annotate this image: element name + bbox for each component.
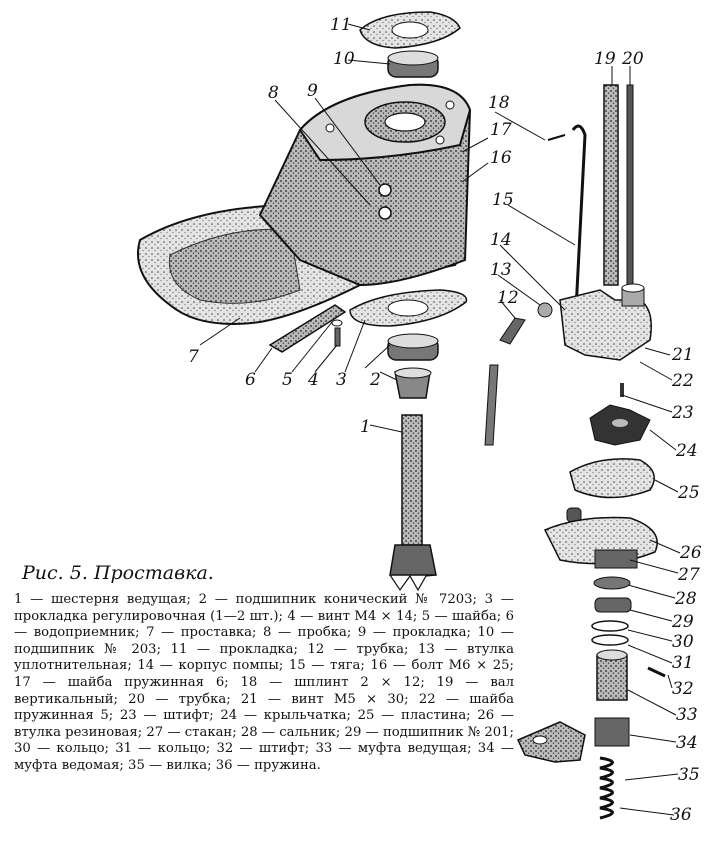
leader-lines	[199, 23, 681, 816]
label-11: 11	[330, 15, 352, 35]
label-26: 26	[679, 543, 702, 563]
drive-coupling-33	[596, 649, 628, 701]
gasket-11	[359, 11, 461, 49]
label-28: 28	[674, 589, 697, 609]
label-2: 2	[369, 370, 381, 390]
drive-shaft-1	[389, 414, 437, 592]
label-22: 22	[671, 371, 694, 391]
rings-30-31	[591, 620, 629, 646]
label-34: 34	[676, 733, 698, 753]
driven-coupling-34	[594, 717, 630, 747]
label-20: 20	[621, 49, 644, 69]
label-12: 12	[497, 288, 519, 308]
water-intake-6	[268, 304, 347, 353]
washer-5	[331, 319, 343, 327]
pump-housing-14	[537, 283, 652, 361]
tube-12	[484, 317, 526, 446]
label-18: 18	[488, 93, 510, 113]
label-33: 33	[676, 705, 698, 725]
label-13: 13	[490, 260, 512, 280]
shaft-19	[603, 84, 619, 286]
pin-32	[647, 666, 666, 678]
label-14: 14	[490, 230, 512, 250]
label-32: 32	[672, 679, 694, 699]
label-24: 24	[675, 441, 698, 461]
screw-4	[334, 327, 341, 347]
label-36: 36	[670, 805, 692, 825]
label-31: 31	[672, 653, 694, 673]
label-23: 23	[671, 403, 694, 423]
figure-caption: Рис. 5. Проставка.	[22, 562, 214, 584]
bearing-2	[387, 333, 439, 399]
label-15: 15	[492, 190, 514, 210]
label-25: 25	[677, 483, 700, 503]
label-17: 17	[490, 120, 512, 140]
impeller-24	[589, 404, 651, 446]
spacer-body	[137, 83, 472, 325]
cotter-18	[547, 134, 566, 141]
gasket-3	[349, 289, 468, 327]
label-7: 7	[188, 347, 199, 367]
parts-legend: 1 — шестерня ведущая; 2 — подшипник кони…	[14, 592, 514, 773]
bearing-29	[594, 597, 632, 613]
label-3: 3	[336, 370, 347, 390]
label-4: 4	[307, 370, 319, 390]
label-9: 9	[307, 81, 318, 101]
plate-25	[569, 458, 655, 499]
part-labels: 11 10 8 9 18 17 16 15 14 13 12 19 20 21 …	[188, 15, 702, 825]
cup-26-27	[543, 507, 658, 569]
fork-35	[516, 721, 586, 763]
label-1: 1	[360, 417, 371, 437]
spring-36	[599, 756, 614, 820]
label-19: 19	[594, 49, 616, 69]
rod-15	[571, 124, 587, 311]
label-29: 29	[671, 612, 694, 632]
label-16: 16	[490, 148, 512, 168]
label-5: 5	[282, 370, 293, 390]
seal-28	[593, 576, 631, 590]
label-8: 8	[268, 83, 279, 103]
pin-23	[620, 383, 624, 397]
label-27: 27	[677, 565, 700, 585]
label-35: 35	[678, 765, 700, 785]
bearing-10	[387, 50, 439, 78]
label-6: 6	[245, 370, 256, 390]
label-10: 10	[333, 49, 355, 69]
tube-20	[626, 84, 634, 286]
label-30: 30	[672, 632, 694, 652]
label-21: 21	[671, 345, 694, 365]
